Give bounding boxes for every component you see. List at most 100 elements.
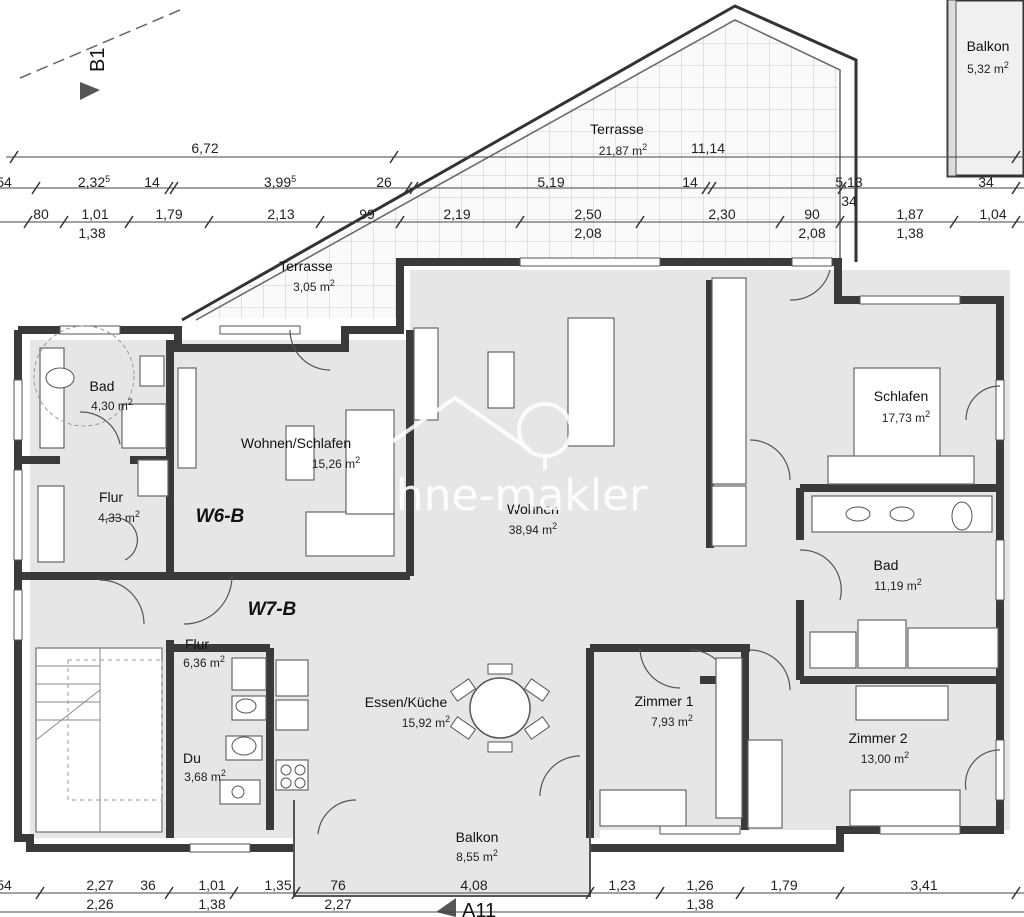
room-name: Zimmer 1 [634, 693, 693, 709]
room-area: 21,87 [599, 144, 629, 158]
room-area: 15,92 [402, 716, 432, 730]
room-name: Bad [874, 557, 899, 573]
svg-text:11,14: 11,14 [691, 140, 725, 156]
svg-text:1,04: 1,04 [979, 206, 1006, 222]
room-name: Bad [90, 378, 115, 394]
svg-text:1,87: 1,87 [896, 206, 923, 222]
svg-text:1,38: 1,38 [198, 896, 225, 912]
dimension-ticks [9, 150, 1021, 900]
door-swings [79, 269, 1001, 835]
room-name: Balkon [456, 829, 499, 845]
svg-text:2,08: 2,08 [574, 225, 601, 241]
svg-text:2,08: 2,08 [798, 225, 825, 241]
svg-text:54: 54 [0, 877, 12, 893]
room-label-balkon-top: Balkon 5,32 m2 [967, 38, 1010, 76]
room-area: 4,33 [98, 511, 122, 525]
room-area: 11,19 [874, 579, 903, 593]
room-label-zimmer2: Zimmer 2 13,00 m2 [848, 730, 909, 766]
svg-text:3,41: 3,41 [910, 877, 937, 893]
svg-text:1,38: 1,38 [686, 896, 713, 912]
svg-text:5,19: 5,19 [537, 174, 564, 190]
svg-text:1,38: 1,38 [78, 225, 105, 241]
furniture [37, 277, 999, 829]
room-area: 5,32 [967, 62, 991, 76]
svg-text:5,13: 5,13 [835, 174, 862, 190]
room-area: 7,93 [651, 715, 675, 729]
stair-landing-dashed [67, 659, 163, 801]
svg-text:1,35: 1,35 [264, 877, 291, 893]
section-label-a11: A11 [462, 900, 496, 917]
svg-text:3,995: 3,995 [264, 174, 296, 190]
section-arrow-a11 [436, 898, 456, 917]
room-area: 4,30 [91, 399, 115, 413]
svg-text:17,73 m2: 17,73 m2 [882, 409, 930, 425]
svg-text:11,19 m2: 11,19 m2 [874, 577, 922, 593]
svg-text:90: 90 [804, 206, 820, 222]
room-area: 17,73 [882, 411, 912, 425]
svg-text:4,30 m2: 4,30 m2 [91, 397, 133, 413]
room-name: Terrasse [590, 121, 644, 137]
svg-text:2,30: 2,30 [708, 206, 735, 222]
svg-text:1,01: 1,01 [81, 206, 108, 222]
svg-text:15,92 m2: 15,92 m2 [402, 714, 450, 730]
svg-text:38,94 m2: 38,94 m2 [509, 521, 557, 537]
svg-text:2,27: 2,27 [86, 877, 113, 893]
svg-text:1,79: 1,79 [155, 206, 182, 222]
balkon-top-box [946, 0, 1024, 178]
room-label-flur-left: Flur 4,33 m2 [98, 489, 140, 525]
svg-text:54: 54 [0, 174, 12, 190]
room-label-flur-mid: Flur 6,36 m2 [183, 636, 225, 670]
svg-text:2,19: 2,19 [443, 206, 470, 222]
svg-text:5,32 m2: 5,32 m2 [967, 60, 1009, 76]
room-name: Flur [185, 636, 209, 652]
watermark-text: ohne-makler [369, 470, 648, 521]
svg-text:34: 34 [841, 193, 857, 209]
bath-dashed-circle [33, 325, 135, 427]
svg-text:99: 99 [359, 206, 375, 222]
svg-text:1,01: 1,01 [198, 877, 225, 893]
room-label-balkon-bottom: Balkon 8,55 m2 [456, 829, 499, 864]
svg-text:8,55 m2: 8,55 m2 [456, 848, 498, 864]
svg-text:15,26 m2: 15,26 m2 [312, 455, 360, 471]
svg-text:26: 26 [376, 174, 392, 190]
unit-label-w6b: W6-B [196, 506, 245, 527]
room-label-bad-left: Bad 4,30 m2 [90, 378, 133, 413]
watermark-house-logo [378, 395, 573, 470]
svg-text:1,79: 1,79 [770, 877, 797, 893]
svg-text:4,08: 4,08 [460, 877, 487, 893]
svg-text:3,05 m2: 3,05 m2 [293, 278, 335, 294]
svg-text:76: 76 [330, 877, 346, 893]
unit-label-w7b: W7-B [248, 599, 297, 620]
room-name: Wohnen [507, 501, 559, 517]
balkon-bottom-outline [293, 800, 591, 897]
room-name: Wohnen/Schlafen [241, 435, 351, 451]
room-label-terrasse-big: Terrasse 21,87 m2 [590, 121, 647, 158]
svg-text:4,33 m2: 4,33 m2 [98, 509, 140, 525]
room-label-wohnen: Wohnen 38,94 m2 [507, 501, 559, 537]
room-label-essen-kueche: Essen/Küche 15,92 m2 [365, 694, 450, 730]
balkon-top-railing [947, 0, 957, 177]
room-name: Balkon [967, 38, 1010, 54]
room-area: 38,94 [509, 523, 539, 537]
svg-text:7,93 m2: 7,93 m2 [651, 713, 693, 729]
room-name: Schlafen [874, 388, 928, 404]
room-label-schlafen: Schlafen 17,73 m2 [874, 388, 930, 425]
terrace-big-surface [190, 18, 838, 318]
svg-text:2,50: 2,50 [574, 206, 601, 222]
windows [13, 257, 1005, 853]
svg-text:2,27: 2,27 [324, 896, 351, 912]
room-area: 8,55 [456, 850, 480, 864]
svg-text:14: 14 [144, 174, 160, 190]
room-area: 3,05 [293, 280, 317, 294]
stairwell [35, 647, 163, 833]
room-area: 15,26 [312, 457, 342, 471]
stove [280, 764, 306, 789]
svg-text:3,68 m2: 3,68 m2 [184, 768, 226, 784]
room-label-bad-right: Bad 11,19 m2 [874, 557, 922, 593]
room-name: Terrasse [279, 258, 333, 274]
svg-text:2,325: 2,325 [78, 174, 110, 190]
room-label-zimmer1: Zimmer 1 7,93 m2 [634, 693, 693, 729]
room-area: 13,00 [861, 752, 891, 766]
dimension-lines [0, 156, 1024, 913]
